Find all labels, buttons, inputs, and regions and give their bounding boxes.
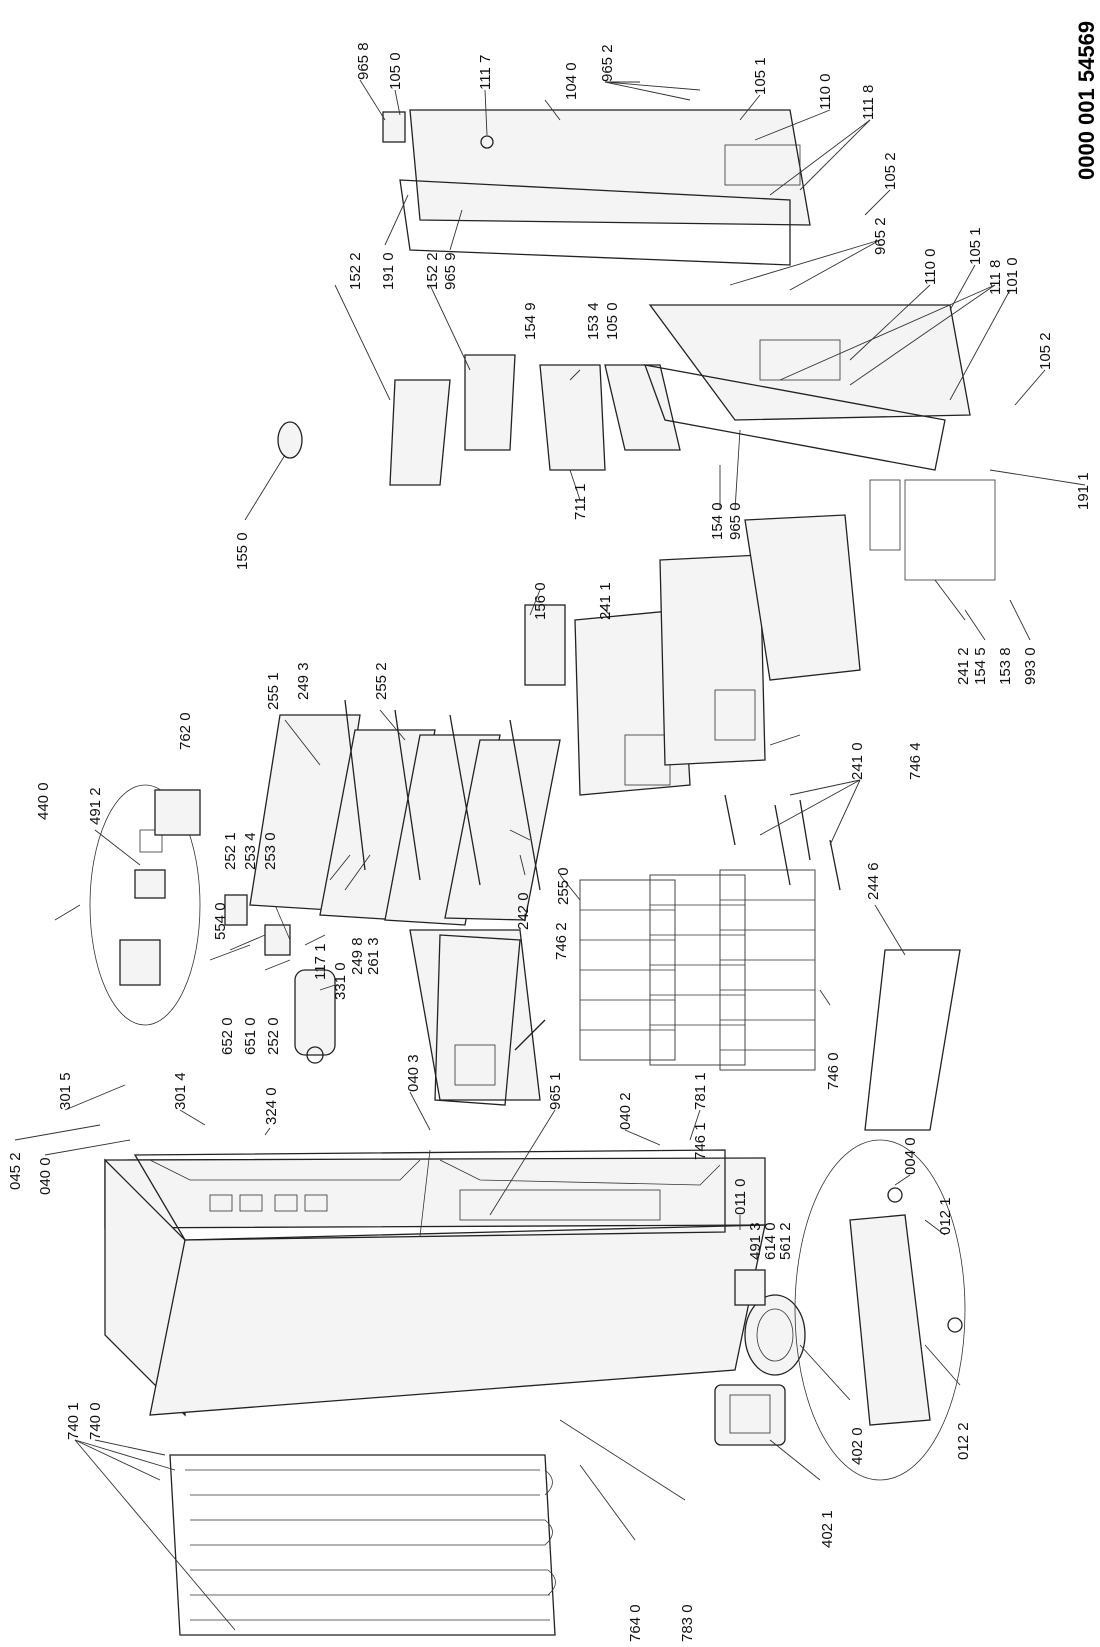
- callout: 331 0: [332, 962, 349, 1000]
- callout: 301 5: [57, 1072, 74, 1110]
- callout: 191 1: [1075, 472, 1092, 510]
- callout: 117 1: [312, 944, 329, 980]
- callout: 965 9: [442, 252, 459, 290]
- callout: 561 2: [777, 1222, 794, 1260]
- callout: 252 1: [222, 832, 239, 870]
- compressor: [714, 1269, 806, 1446]
- callout: 040 3: [405, 1054, 422, 1092]
- callout: 012 2: [955, 1422, 972, 1460]
- accessory-group: [89, 784, 201, 1026]
- freezer-drawers: [524, 514, 861, 796]
- callout: 711 1: [572, 484, 589, 520]
- callout: 040 0: [37, 1157, 54, 1195]
- callout: 440 0: [35, 782, 52, 820]
- callout: 101 0: [1004, 257, 1021, 295]
- callout: 402 0: [849, 1427, 866, 1465]
- callout: 111 8: [860, 85, 877, 120]
- lower-door: [644, 304, 996, 581]
- document-id: 0000 001 54569: [1074, 21, 1099, 180]
- callout: 004 0: [902, 1137, 919, 1175]
- callout: 746 0: [825, 1052, 842, 1090]
- callout: 040 2: [617, 1092, 634, 1130]
- callout: 652 0: [219, 1017, 236, 1055]
- callout: 153 8: [997, 647, 1014, 685]
- callout: 105 0: [387, 52, 404, 90]
- callout: 740 0: [87, 1402, 104, 1440]
- callout: 153 4: [585, 302, 602, 340]
- callout: 740 1: [65, 1402, 82, 1440]
- leader-lines: [14, 79, 1086, 1631]
- glass-shelves: [249, 699, 561, 926]
- callout: 105 1: [752, 57, 769, 95]
- evaporator-grids: [579, 794, 961, 1131]
- door-balconies: [277, 354, 681, 486]
- callout: 111 8: [987, 260, 1004, 295]
- callout: 152 2: [347, 252, 364, 290]
- callout: 249 3: [295, 662, 312, 700]
- callout: 993 0: [1022, 647, 1039, 685]
- callout: 249 8: [349, 937, 366, 975]
- callout: 651 0: [242, 1017, 259, 1055]
- cabinet-body: [104, 1149, 766, 1417]
- callout: 104 0: [563, 62, 580, 100]
- callout: 255 2: [373, 662, 390, 700]
- callout: 491 3: [747, 1222, 764, 1260]
- callout: 255 1: [265, 672, 282, 710]
- callout: 746 2: [553, 922, 570, 960]
- callout: 110 0: [922, 249, 939, 285]
- callout: 241 2: [955, 647, 972, 685]
- callout: 965 0: [727, 502, 744, 540]
- callout: 781 1: [692, 1072, 709, 1110]
- callout: 110 0: [817, 74, 834, 110]
- callout: 965 2: [599, 44, 616, 82]
- callout: 156 0: [532, 582, 549, 620]
- drawer-242: [409, 929, 546, 1106]
- callout: 965 2: [872, 217, 889, 255]
- callout-labels: 045 2 040 0 301 5 301 4 324 0 040 3 040 …: [7, 42, 1092, 1642]
- callout: 746 1: [692, 1122, 709, 1160]
- callout: 324 0: [263, 1087, 280, 1125]
- callout: 965 8: [355, 42, 372, 80]
- callout: 241 1: [597, 582, 614, 620]
- callout: 011 0: [732, 1179, 749, 1215]
- callout: 154 5: [972, 647, 989, 685]
- callout: 402 1: [819, 1510, 836, 1548]
- callout: 301 4: [172, 1072, 189, 1110]
- callout: 105 2: [1037, 332, 1054, 370]
- callout: 105 0: [604, 302, 621, 340]
- callout: 105 2: [882, 152, 899, 190]
- callout: 111 7: [477, 55, 494, 90]
- callout: 762 0: [177, 712, 194, 750]
- callout: 253 4: [242, 832, 259, 870]
- callout: 614 0: [762, 1222, 779, 1260]
- callout: 242 0: [515, 892, 532, 930]
- condenser: [169, 1454, 556, 1636]
- callout: 155 0: [234, 532, 251, 570]
- callout: 045 2: [7, 1152, 24, 1190]
- callout: 241 0: [849, 742, 866, 780]
- callout: 261 3: [365, 937, 382, 975]
- callout: 255 0: [555, 867, 572, 905]
- callout: 965 1: [547, 1072, 564, 1110]
- callout: 253 0: [262, 832, 279, 870]
- callout: 244 6: [865, 862, 882, 900]
- callout: 105 1: [967, 227, 984, 265]
- callout: 252 0: [265, 1017, 282, 1055]
- callout: 154 0: [709, 502, 726, 540]
- parts-artwork: [89, 109, 996, 1636]
- callout: 764 0: [627, 1604, 644, 1642]
- callout: 191 0: [380, 252, 397, 290]
- callout: 152 2: [424, 252, 441, 290]
- callout: 554 0: [212, 902, 229, 940]
- bottom-plate-group: [794, 1139, 966, 1481]
- upper-door: [382, 109, 811, 266]
- callout: 783 0: [679, 1604, 696, 1642]
- callout: 491 2: [87, 787, 104, 825]
- callout: 154 9: [522, 302, 539, 340]
- callout: 012 1: [937, 1197, 954, 1235]
- callout: 746 4: [907, 742, 924, 780]
